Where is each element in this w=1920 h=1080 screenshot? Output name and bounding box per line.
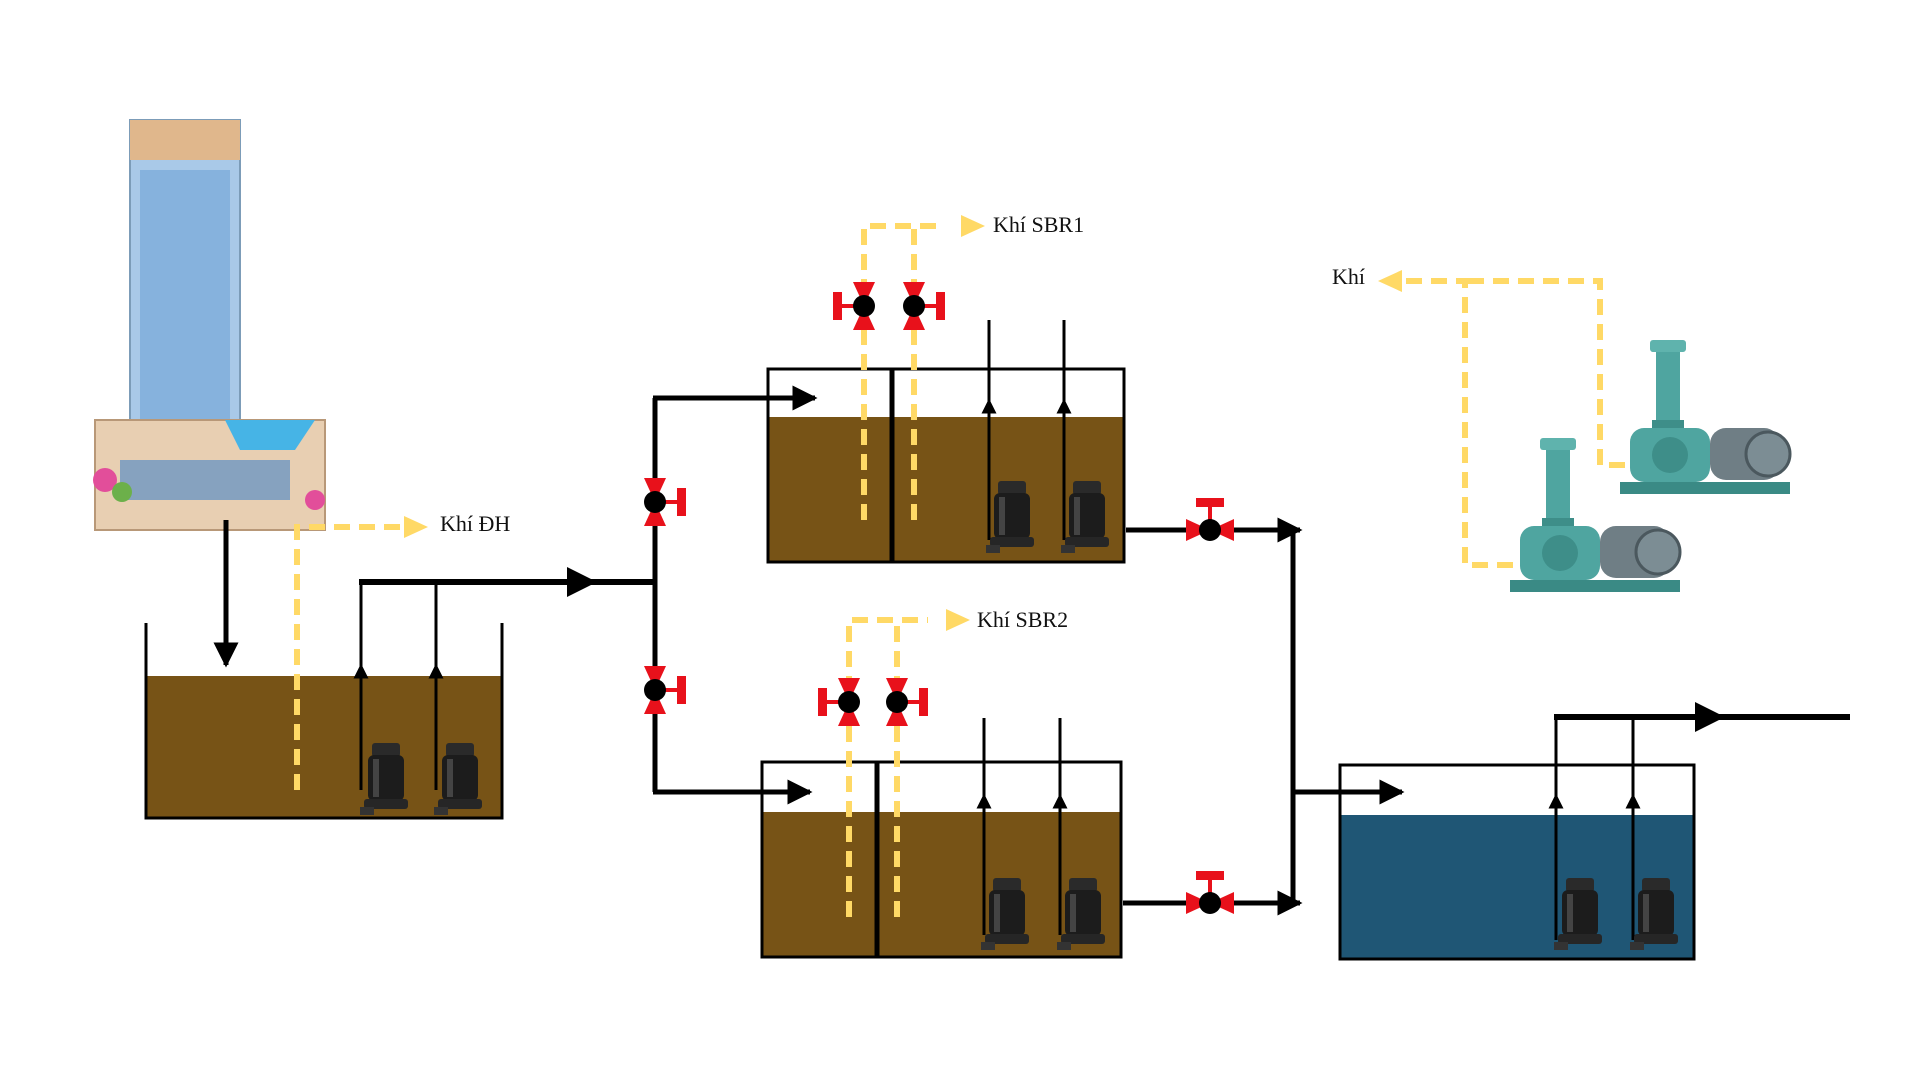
air-line-blower-a [1400, 278, 1513, 568]
valve-sbr1-inlet-icon[interactable] [644, 478, 686, 526]
valve-sbr2-outlet-icon[interactable] [1186, 871, 1234, 914]
label-gas-blower: Khí [1332, 264, 1365, 289]
label-gas-dh: Khí ĐH [440, 511, 511, 536]
label-gas-sbr2: Khí SBR2 [977, 607, 1069, 632]
valve-air-sbr2-b-icon[interactable] [886, 678, 928, 726]
blower-1-icon [1618, 338, 1792, 496]
sbr2-decant [976, 718, 1068, 935]
eq-pump-discharge [353, 585, 444, 790]
label-gas-sbr1: Khí SBR1 [993, 212, 1085, 237]
treated-pump-discharge [1548, 717, 1641, 940]
air-line-dh [294, 524, 407, 790]
sbr1-decant [981, 320, 1072, 540]
valve-air-sbr1-a-icon[interactable] [833, 282, 875, 330]
valve-sbr2-inlet-icon[interactable] [644, 666, 686, 714]
valve-sbr1-outlet-icon[interactable] [1186, 498, 1234, 541]
air-line-blower-b [1465, 278, 1650, 468]
valve-air-sbr1-b-icon[interactable] [903, 282, 945, 330]
valve-air-sbr2-a-icon[interactable] [818, 678, 860, 726]
building-icon [92, 119, 326, 531]
